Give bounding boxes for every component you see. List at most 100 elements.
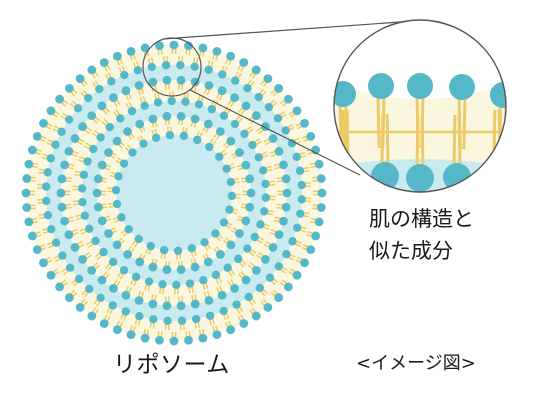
- zoom-lipid-head: [371, 162, 399, 190]
- lipid-tail: [237, 315, 242, 322]
- lipid-head: [60, 160, 69, 170]
- lipid-tail: [38, 213, 44, 216]
- lipid-tail: [54, 258, 61, 263]
- lipid-tail: [238, 215, 243, 219]
- lipid-head: [169, 40, 179, 50]
- lipid-head: [24, 217, 34, 227]
- lipid-head: [244, 292, 253, 302]
- lipid-head: [148, 77, 158, 87]
- lipid-head: [144, 277, 154, 286]
- lipid-tail: [142, 254, 146, 260]
- lipid-tail: [254, 138, 261, 143]
- lipid-tail: [263, 226, 270, 230]
- lipid-head: [292, 152, 301, 162]
- lipid-head: [300, 118, 309, 128]
- lipid-tail: [63, 270, 69, 275]
- lipid-head: [240, 129, 249, 139]
- lipid-tail: [32, 162, 39, 166]
- lipid-tail: [65, 203, 72, 206]
- lipid-tail: [119, 321, 123, 327]
- lipid-head: [172, 280, 181, 290]
- zoom-lipid-head: [483, 158, 506, 186]
- zoom-lipid-tail: [452, 114, 457, 166]
- lipid-head: [248, 140, 257, 150]
- lipid-tail: [241, 180, 247, 183]
- lipid-tail: [287, 123, 294, 128]
- lipid-tail: [151, 294, 154, 300]
- lipid-tail: [105, 107, 110, 113]
- lipid-head: [75, 303, 85, 312]
- lipid-head: [78, 255, 87, 264]
- lipid-head: [112, 136, 122, 146]
- lipid-tail: [216, 236, 221, 242]
- lipid-head: [57, 202, 67, 212]
- lipid-tail: [288, 270, 294, 275]
- lipid-head: [64, 83, 74, 93]
- lipid-tail: [235, 71, 239, 77]
- lipid-tail: [81, 290, 87, 296]
- lipid-tail: [94, 252, 100, 258]
- lipid-tail: [152, 323, 156, 329]
- lipid-tail: [306, 234, 312, 238]
- lipid-tail: [196, 131, 200, 136]
- lipid-head: [215, 152, 224, 161]
- lipid-tail: [301, 246, 307, 251]
- lipid-tail: [295, 123, 301, 127]
- lipid-tail: [144, 284, 148, 291]
- lipid-head: [99, 247, 108, 257]
- lipid-tail: [270, 228, 277, 233]
- zoom-lipid-tail: [420, 115, 425, 167]
- lipid-head: [219, 111, 229, 120]
- lipid-tail: [45, 256, 52, 261]
- lipid-tail: [71, 100, 77, 106]
- aqueous-core: [116, 135, 232, 251]
- lipid-head: [181, 97, 190, 106]
- lipid-tail: [154, 85, 157, 92]
- lipid-head: [173, 246, 183, 256]
- lipid-tail: [227, 280, 232, 287]
- lipid-tail: [154, 294, 157, 301]
- lipid-head: [139, 139, 148, 148]
- lipid-tail: [112, 111, 118, 117]
- lipid-tail: [256, 254, 262, 259]
- lipid-tail: [240, 177, 246, 180]
- lipid-head: [104, 148, 113, 157]
- lipid-tail: [128, 135, 133, 140]
- lipid-tail: [263, 289, 268, 295]
- lipid-head: [108, 257, 118, 267]
- lipid-tail: [42, 231, 49, 234]
- lipid-tail: [139, 253, 143, 258]
- lipid-tail: [190, 122, 194, 127]
- lipid-tail: [125, 94, 130, 101]
- lipid-head: [92, 188, 102, 198]
- lipid-tail: [72, 200, 79, 203]
- lipid-tail: [203, 291, 207, 298]
- lipid-head: [203, 257, 213, 267]
- lipid-tail: [47, 123, 53, 127]
- lipid-tail: [72, 150, 79, 155]
- lipid-tail: [120, 142, 125, 147]
- lipid-tail: [213, 248, 218, 253]
- lipid-head: [226, 51, 236, 61]
- lipid-head: [274, 83, 284, 93]
- lipid-tail: [268, 209, 274, 213]
- lipid-head: [207, 104, 217, 114]
- lipid-tail: [86, 241, 92, 246]
- lipid-head: [239, 58, 249, 67]
- lipid-tail: [72, 282, 78, 287]
- lipid-tail: [130, 133, 135, 138]
- lipid-tail: [143, 328, 147, 335]
- lipid-tail: [154, 93, 157, 99]
- lipid-head: [230, 284, 239, 293]
- lipid-tail: [301, 135, 307, 140]
- lipid-tail: [41, 228, 48, 231]
- lipid-tail: [54, 270, 60, 275]
- lipid-head: [112, 240, 122, 250]
- lipid-tail: [281, 113, 287, 118]
- lipid-head: [268, 243, 278, 252]
- lipid-head: [97, 216, 107, 226]
- lipid-tail: [206, 290, 210, 297]
- lipid-head: [51, 238, 61, 247]
- lipid-head: [234, 254, 243, 264]
- lipid-head: [121, 307, 130, 316]
